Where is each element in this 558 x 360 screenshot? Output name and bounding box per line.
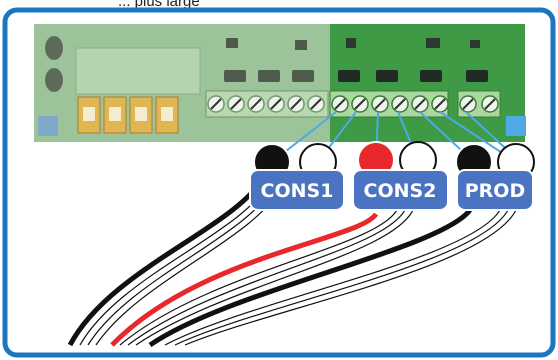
led-icon	[338, 70, 360, 82]
screw-slot	[394, 98, 406, 110]
cable-black-prod	[148, 208, 472, 348]
screw-slot	[434, 98, 446, 110]
screw-slot	[414, 98, 426, 110]
ic-chip-icon	[226, 38, 238, 48]
label-cons1-text: CONS1	[261, 180, 334, 202]
ic-chip-icon	[346, 38, 356, 48]
led-icon	[466, 70, 488, 82]
gold-connectors	[77, 96, 179, 134]
cable-red-cons2	[110, 212, 379, 347]
gold-connector-hole	[109, 107, 121, 121]
screw-slot	[462, 98, 474, 110]
cable-black-cons1	[67, 178, 265, 347]
cable-white-prod	[164, 209, 501, 346]
screw-slot	[310, 98, 322, 110]
label-cons1: CONS1	[249, 169, 345, 211]
label-prod-text: PROD	[465, 180, 525, 202]
led-icon	[420, 70, 442, 82]
screw-slot	[270, 98, 282, 110]
cable-white-cons2	[127, 207, 407, 346]
caption-text: ... plus large	[118, 0, 200, 10]
label-prod-badge	[456, 169, 534, 211]
screw-slot	[354, 98, 366, 110]
capacitor-icon	[45, 68, 63, 92]
screw-slot	[210, 98, 222, 110]
screw-slot	[334, 98, 346, 110]
screw-slot	[374, 98, 386, 110]
label-cons2-badge	[352, 169, 449, 211]
gold-connector-hole	[135, 107, 147, 121]
ic-chip-icon	[426, 38, 440, 48]
cable-white-prod	[184, 209, 517, 346]
led-icon	[224, 70, 246, 82]
cable-white-cons2	[119, 207, 399, 346]
label-prod: PROD	[456, 169, 534, 211]
outer-frame	[2, 7, 556, 358]
screw-slot	[290, 98, 302, 110]
circuit-board	[34, 24, 526, 142]
led-icon	[292, 70, 314, 82]
screw-terminals	[207, 95, 499, 113]
cable-white-cons2	[135, 207, 415, 346]
cable-white-prod	[174, 209, 509, 346]
gold-connector-hole	[161, 107, 173, 121]
screw-slot	[250, 98, 262, 110]
led-icon	[258, 70, 280, 82]
gold-connector-hole	[83, 107, 95, 121]
capacitor-icon	[45, 36, 63, 60]
ic-chip-icon	[470, 40, 480, 48]
corner-square-right	[506, 116, 526, 136]
screw-slot	[230, 98, 242, 110]
label-cons2-text: CONS2	[364, 180, 437, 202]
corner-square-left	[38, 116, 58, 136]
label-cons1-badge	[249, 169, 345, 211]
led-icon	[376, 70, 398, 82]
display-window	[75, 47, 201, 95]
screw-slot	[484, 98, 496, 110]
ic-chip-icon	[295, 40, 307, 50]
label-cons2: CONS2	[352, 169, 449, 211]
